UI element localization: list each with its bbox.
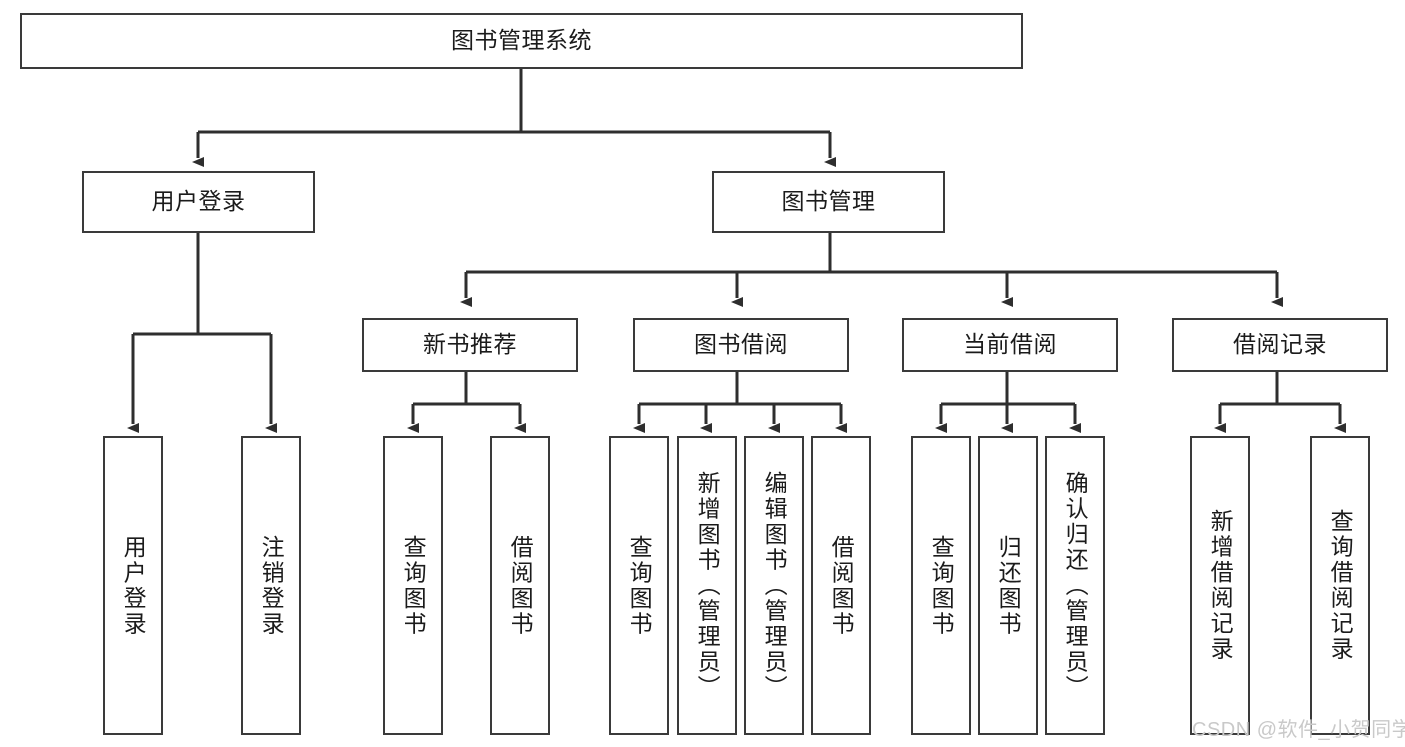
node-current-borrow[interactable]: 当前借阅 xyxy=(902,318,1118,372)
node-label: 图书借阅 xyxy=(694,331,788,358)
node-root-book-management-system[interactable]: 图书管理系统 xyxy=(20,13,1023,69)
node-leaf-edit-book-admin[interactable]: 编辑图书（管理员） xyxy=(744,436,804,735)
node-leaf-query-borrow-record[interactable]: 查询借阅记录 xyxy=(1310,436,1370,735)
node-leaf-query-book-current[interactable]: 查询图书 xyxy=(911,436,971,735)
node-leaf-add-borrow-record[interactable]: 新增借阅记录 xyxy=(1190,436,1250,735)
node-user-login[interactable]: 用户登录 xyxy=(82,171,315,233)
node-label: 用户登录 xyxy=(151,188,246,215)
node-label: 借阅记录 xyxy=(1233,331,1327,358)
node-leaf-confirm-return-admin[interactable]: 确认归还（管理员） xyxy=(1045,436,1105,735)
node-label: 注销登录 xyxy=(258,534,285,637)
node-new-book-recommend[interactable]: 新书推荐 xyxy=(362,318,578,372)
node-label: 用户登录 xyxy=(120,534,147,637)
node-label: 查询图书 xyxy=(400,534,427,637)
node-label: 编辑图书（管理员） xyxy=(761,470,788,701)
node-leaf-query-book-newbook[interactable]: 查询图书 xyxy=(383,436,443,735)
node-leaf-borrow-book-newbook[interactable]: 借阅图书 xyxy=(490,436,550,735)
node-label: 图书管理 xyxy=(781,188,876,215)
node-leaf-return-book[interactable]: 归还图书 xyxy=(978,436,1038,735)
node-book-management[interactable]: 图书管理 xyxy=(712,171,945,233)
node-leaf-add-book-admin[interactable]: 新增图书（管理员） xyxy=(677,436,737,735)
node-label: 新书推荐 xyxy=(423,331,517,358)
node-leaf-borrow-book[interactable]: 借阅图书 xyxy=(811,436,871,735)
node-label: 借阅图书 xyxy=(507,534,534,637)
node-label: 借阅图书 xyxy=(828,534,855,637)
node-book-borrow[interactable]: 图书借阅 xyxy=(633,318,849,372)
node-leaf-logout[interactable]: 注销登录 xyxy=(241,436,301,735)
node-label: 确认归还（管理员） xyxy=(1062,470,1089,701)
node-label: 当前借阅 xyxy=(963,331,1057,358)
node-label: 新增借阅记录 xyxy=(1207,509,1234,662)
node-borrow-record[interactable]: 借阅记录 xyxy=(1172,318,1388,372)
node-label: 新增图书（管理员） xyxy=(694,470,721,701)
node-label: 查询图书 xyxy=(928,534,955,637)
node-leaf-query-book-borrow[interactable]: 查询图书 xyxy=(609,436,669,735)
node-label: 图书管理系统 xyxy=(451,27,592,54)
node-label: 归还图书 xyxy=(995,534,1022,637)
node-label: 查询图书 xyxy=(626,534,653,637)
node-leaf-user-login[interactable]: 用户登录 xyxy=(103,436,163,735)
node-label: 查询借阅记录 xyxy=(1327,509,1354,662)
